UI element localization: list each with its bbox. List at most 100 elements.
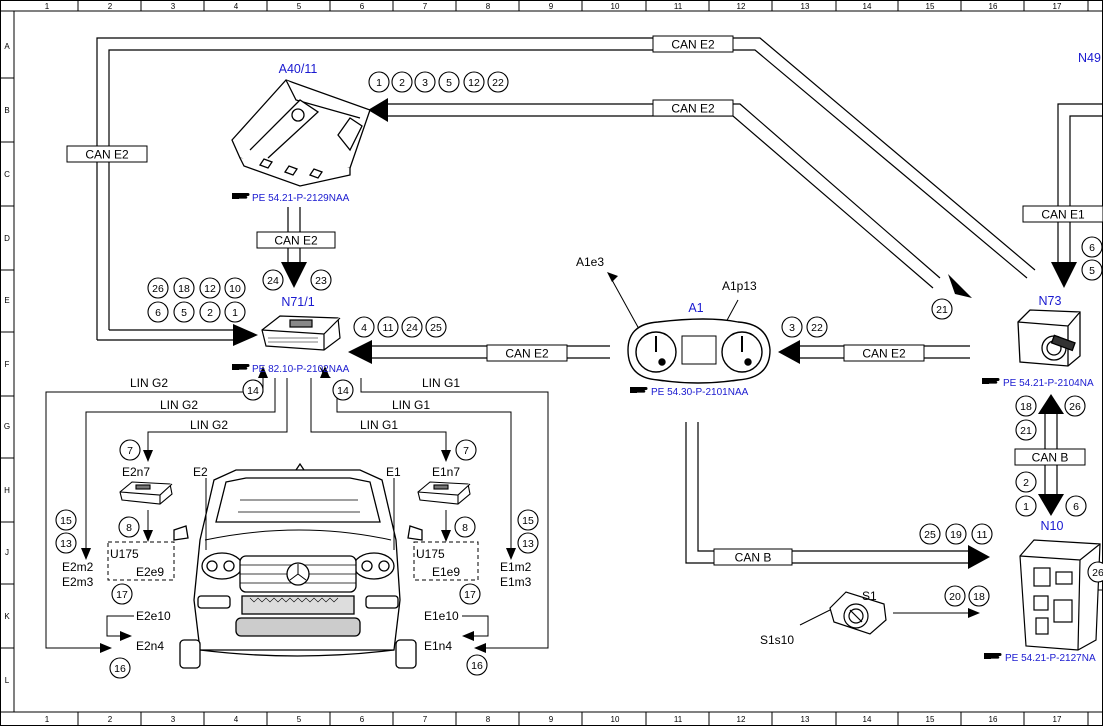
bus-label-can-e2-mid: CAN E2	[274, 234, 318, 248]
grid-column-label: 7	[423, 2, 428, 11]
label-n73: N73	[1039, 294, 1062, 308]
signal-number-s-a40-1: 1	[368, 71, 390, 93]
arrow-into-n73-top	[1051, 262, 1077, 288]
arrow-lin-g2-inner	[143, 450, 153, 462]
svg-text:1: 1	[376, 77, 382, 89]
signal-number-s-lin-14b: 14	[332, 379, 354, 401]
signal-number-s-a1-22: 22	[806, 316, 828, 338]
lin-labels: LIN G2 LIN G2 LIN G2 LIN G1 LIN G1 LIN G…	[130, 376, 460, 432]
signal-number-s-n10-11: 11	[971, 523, 993, 545]
grid-column-label: 10	[611, 2, 620, 11]
svg-text:1: 1	[232, 307, 238, 319]
arrow-canb-up	[1038, 394, 1064, 414]
signal-number-s-e1n7-7: 7	[455, 439, 477, 461]
svg-text:25: 25	[924, 529, 936, 541]
grid-row-label: D	[4, 234, 10, 243]
svg-text:6: 6	[1089, 242, 1095, 254]
grid-column-label: 14	[863, 715, 872, 724]
bus-arrowheads	[233, 98, 1077, 569]
svg-text:6: 6	[1073, 501, 1079, 513]
signal-number-s-left-1: 1	[224, 301, 246, 323]
grid-column-label: 6	[360, 2, 365, 11]
ref-link-n71[interactable]: PE 82.10-P-2102NAA	[252, 364, 350, 375]
svg-text:7: 7	[463, 445, 469, 457]
signal-number-s-left-5: 5	[173, 301, 195, 323]
grid-column-label: 8	[486, 2, 491, 11]
grid-row-label: L	[5, 676, 10, 685]
grid-row-label: E	[4, 296, 9, 305]
ref-link-a1[interactable]: PE 54.30-P-2101NAA	[651, 387, 749, 398]
ref-link-n73[interactable]: PE 54.21-P-2104NA	[1003, 378, 1094, 389]
svg-text:12: 12	[204, 283, 216, 295]
svg-text:16: 16	[114, 663, 126, 675]
svg-text:14: 14	[247, 385, 259, 397]
ref-link-a40[interactable]: PE 54.21-P-2129NAA	[252, 193, 350, 204]
can-bus-lines	[96, 37, 1103, 564]
signal-number-s-21: 21	[931, 298, 953, 320]
label-e1e9: E1e9	[432, 565, 460, 579]
grid-column-label: 15	[926, 715, 935, 724]
signal-number-s-n10-26: 26	[1087, 561, 1103, 583]
svg-text:18: 18	[178, 283, 190, 295]
svg-text:5: 5	[1089, 265, 1095, 277]
svg-text:24: 24	[406, 322, 418, 334]
bus-label-lin-g2-outer: LIN G2	[130, 376, 168, 390]
signal-number-s-left-6: 6	[147, 301, 169, 323]
grid-row-label: K	[4, 612, 10, 621]
bus-label-can-e2-f: CAN E2	[505, 347, 549, 361]
grid-column-label: 11	[674, 715, 683, 724]
signal-number-s-canb-6: 6	[1065, 495, 1087, 517]
label-a1p13: A1p13	[722, 279, 757, 293]
signal-number-s-e2n7-7: 7	[119, 439, 141, 461]
grid-column-label: 4	[234, 2, 239, 11]
signal-number-s-left-12: 12	[199, 277, 221, 299]
signal-number-s-left-18: 18	[173, 277, 195, 299]
signal-number-s-n10-25: 25	[919, 523, 941, 545]
ref-link-n10[interactable]: PE 54.21-P-2127NA	[1005, 653, 1096, 664]
arrow-e2e10	[120, 631, 132, 641]
signal-number-s-mid-4: 4	[353, 316, 375, 338]
grid-column-label: 16	[989, 715, 998, 724]
label-u175-right: U175	[416, 547, 445, 561]
grid-column-label: 7	[423, 715, 428, 724]
e2n7-component	[119, 481, 173, 505]
column-ticks: 1122334455667788991010111112121313141415…	[45, 0, 1089, 726]
signal-number-s-lin-14a: 14	[242, 379, 264, 401]
grid-column-label: 5	[297, 2, 302, 11]
ref-icon-a1	[630, 387, 648, 393]
signal-number-s-e2-15: 15	[55, 509, 77, 531]
svg-text:15: 15	[522, 515, 534, 527]
bus-label-lin-g1-mid: LIN G1	[392, 398, 430, 412]
arrow-u175-right	[441, 530, 451, 542]
label-e1n7: E1n7	[432, 465, 460, 479]
signal-number-s-left-10: 10	[224, 277, 246, 299]
n73-ignition-switch	[1017, 309, 1081, 367]
svg-text:4: 4	[361, 322, 367, 334]
svg-text:13: 13	[60, 538, 72, 550]
signal-number-s-left-26: 26	[147, 277, 169, 299]
svg-text:3: 3	[789, 322, 795, 334]
grid-column-label: 3	[171, 2, 176, 11]
signal-number-s-mid-25: 25	[425, 316, 447, 338]
arrow-a1e3	[607, 272, 618, 282]
signal-number-s-a40-3: 3	[414, 71, 436, 93]
signal-number-s-e1-15: 15	[517, 509, 539, 531]
signal-number-s-left-2: 2	[199, 301, 221, 323]
arrow-lin-g2-mid	[81, 548, 91, 560]
arrow-lin-g1-outer	[474, 643, 486, 653]
grid-column-label: 12	[737, 2, 746, 11]
svg-text:26: 26	[1069, 401, 1081, 413]
svg-text:8: 8	[126, 522, 132, 534]
signal-number-s-mid-24: 24	[401, 316, 423, 338]
arrow-into-a1	[778, 340, 800, 364]
svg-text:21: 21	[1020, 425, 1032, 437]
bus-label-can-e2-b: CAN E2	[671, 102, 715, 116]
svg-text:8: 8	[462, 522, 468, 534]
signal-number-s-e1-13: 13	[517, 532, 539, 554]
label-a1e3: A1e3	[576, 255, 604, 269]
grid-column-label: 12	[737, 715, 746, 724]
label-u175-left: U175	[110, 547, 139, 561]
signal-number-s-canb-21: 21	[1015, 419, 1037, 441]
label-e2n4: E2n4	[136, 639, 164, 653]
